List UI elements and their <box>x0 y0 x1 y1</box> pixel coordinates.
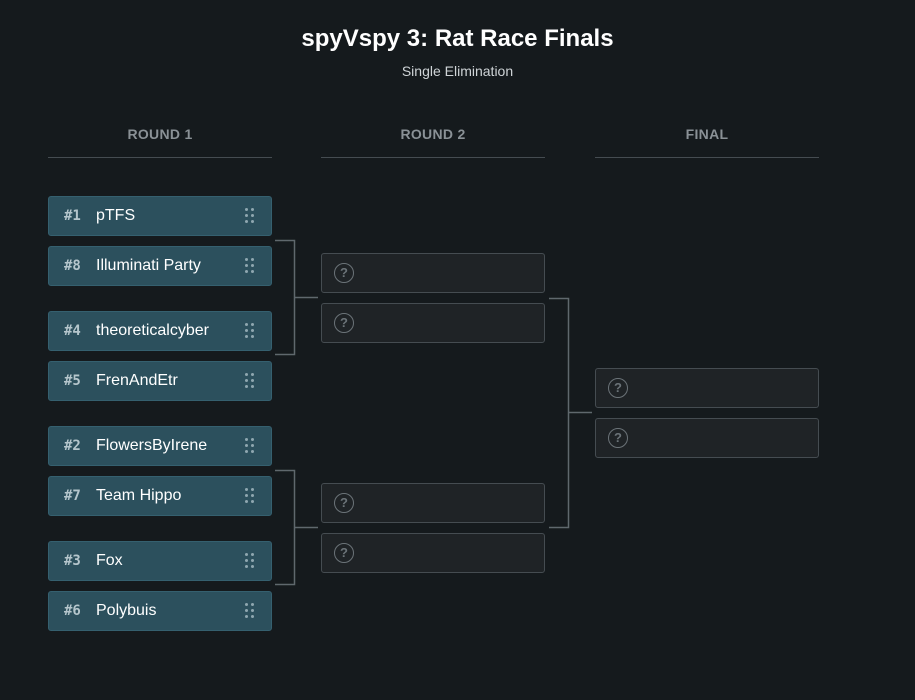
team-name: Illuminati Party <box>96 257 201 274</box>
team-name: pTFS <box>96 207 136 224</box>
drag-handle-icon[interactable] <box>245 488 255 504</box>
team-seed: #2 <box>64 438 81 454</box>
drag-handle-icon[interactable] <box>245 208 255 224</box>
question-mark-circle-icon: ? <box>334 313 354 333</box>
drag-handle-icon[interactable] <box>245 323 255 339</box>
question-mark-circle-icon: ? <box>334 493 354 513</box>
team-name: FrenAndEtr <box>96 372 178 389</box>
drag-handle-icon[interactable] <box>245 553 255 569</box>
team-name: Polybuis <box>96 602 157 619</box>
final-slot[interactable]: ? <box>595 368 819 408</box>
team-slot[interactable]: #1 pTFS <box>48 196 272 236</box>
round-2-slot[interactable]: ? <box>321 533 545 573</box>
drag-handle-icon[interactable] <box>245 258 255 274</box>
drag-handle-icon[interactable] <box>245 603 255 619</box>
team-slot[interactable]: #6 Polybuis <box>48 591 272 631</box>
team-seed: #5 <box>64 373 81 389</box>
team-slot[interactable]: #4 theoreticalcyber <box>48 311 272 351</box>
drag-handle-icon[interactable] <box>245 373 255 389</box>
team-slot[interactable]: #5 FrenAndEtr <box>48 361 272 401</box>
connector-r2-match <box>549 297 592 529</box>
round-2-header: ROUND 2 <box>321 120 545 158</box>
team-name: theoreticalcyber <box>96 322 209 339</box>
team-slot[interactable]: #3 Fox <box>48 541 272 581</box>
final-slot[interactable]: ? <box>595 418 819 458</box>
question-mark-circle-icon: ? <box>608 378 628 398</box>
team-seed: #1 <box>64 208 81 224</box>
drag-handle-icon[interactable] <box>245 438 255 454</box>
bracket-subtitle: Single Elimination <box>401 63 514 79</box>
round-2-slot[interactable]: ? <box>321 303 545 343</box>
team-seed: #4 <box>64 323 81 339</box>
connector-r1-match-2 <box>275 469 318 586</box>
question-mark-circle-icon: ? <box>334 543 354 563</box>
question-mark-circle-icon: ? <box>608 428 628 448</box>
team-slot[interactable]: #2 FlowersByIrene <box>48 426 272 466</box>
final-header: FINAL <box>595 120 819 158</box>
connector-r1-match-1 <box>275 239 318 356</box>
team-name: FlowersByIrene <box>96 437 208 454</box>
team-seed: #6 <box>64 603 81 619</box>
question-mark-circle-icon: ? <box>334 263 354 283</box>
team-slot[interactable]: #8 Illuminati Party <box>48 246 272 286</box>
round-2-slot[interactable]: ? <box>321 253 545 293</box>
team-slot[interactable]: #7 Team Hippo <box>48 476 272 516</box>
round-1-header: ROUND 1 <box>48 120 272 158</box>
team-name: Fox <box>96 552 123 569</box>
bracket-title: spyVspy 3: Rat Race Finals <box>301 25 614 52</box>
team-seed: #7 <box>64 488 81 504</box>
team-name: Team Hippo <box>96 487 182 504</box>
team-seed: #3 <box>64 553 81 569</box>
round-2-slot[interactable]: ? <box>321 483 545 523</box>
team-seed: #8 <box>64 258 81 274</box>
